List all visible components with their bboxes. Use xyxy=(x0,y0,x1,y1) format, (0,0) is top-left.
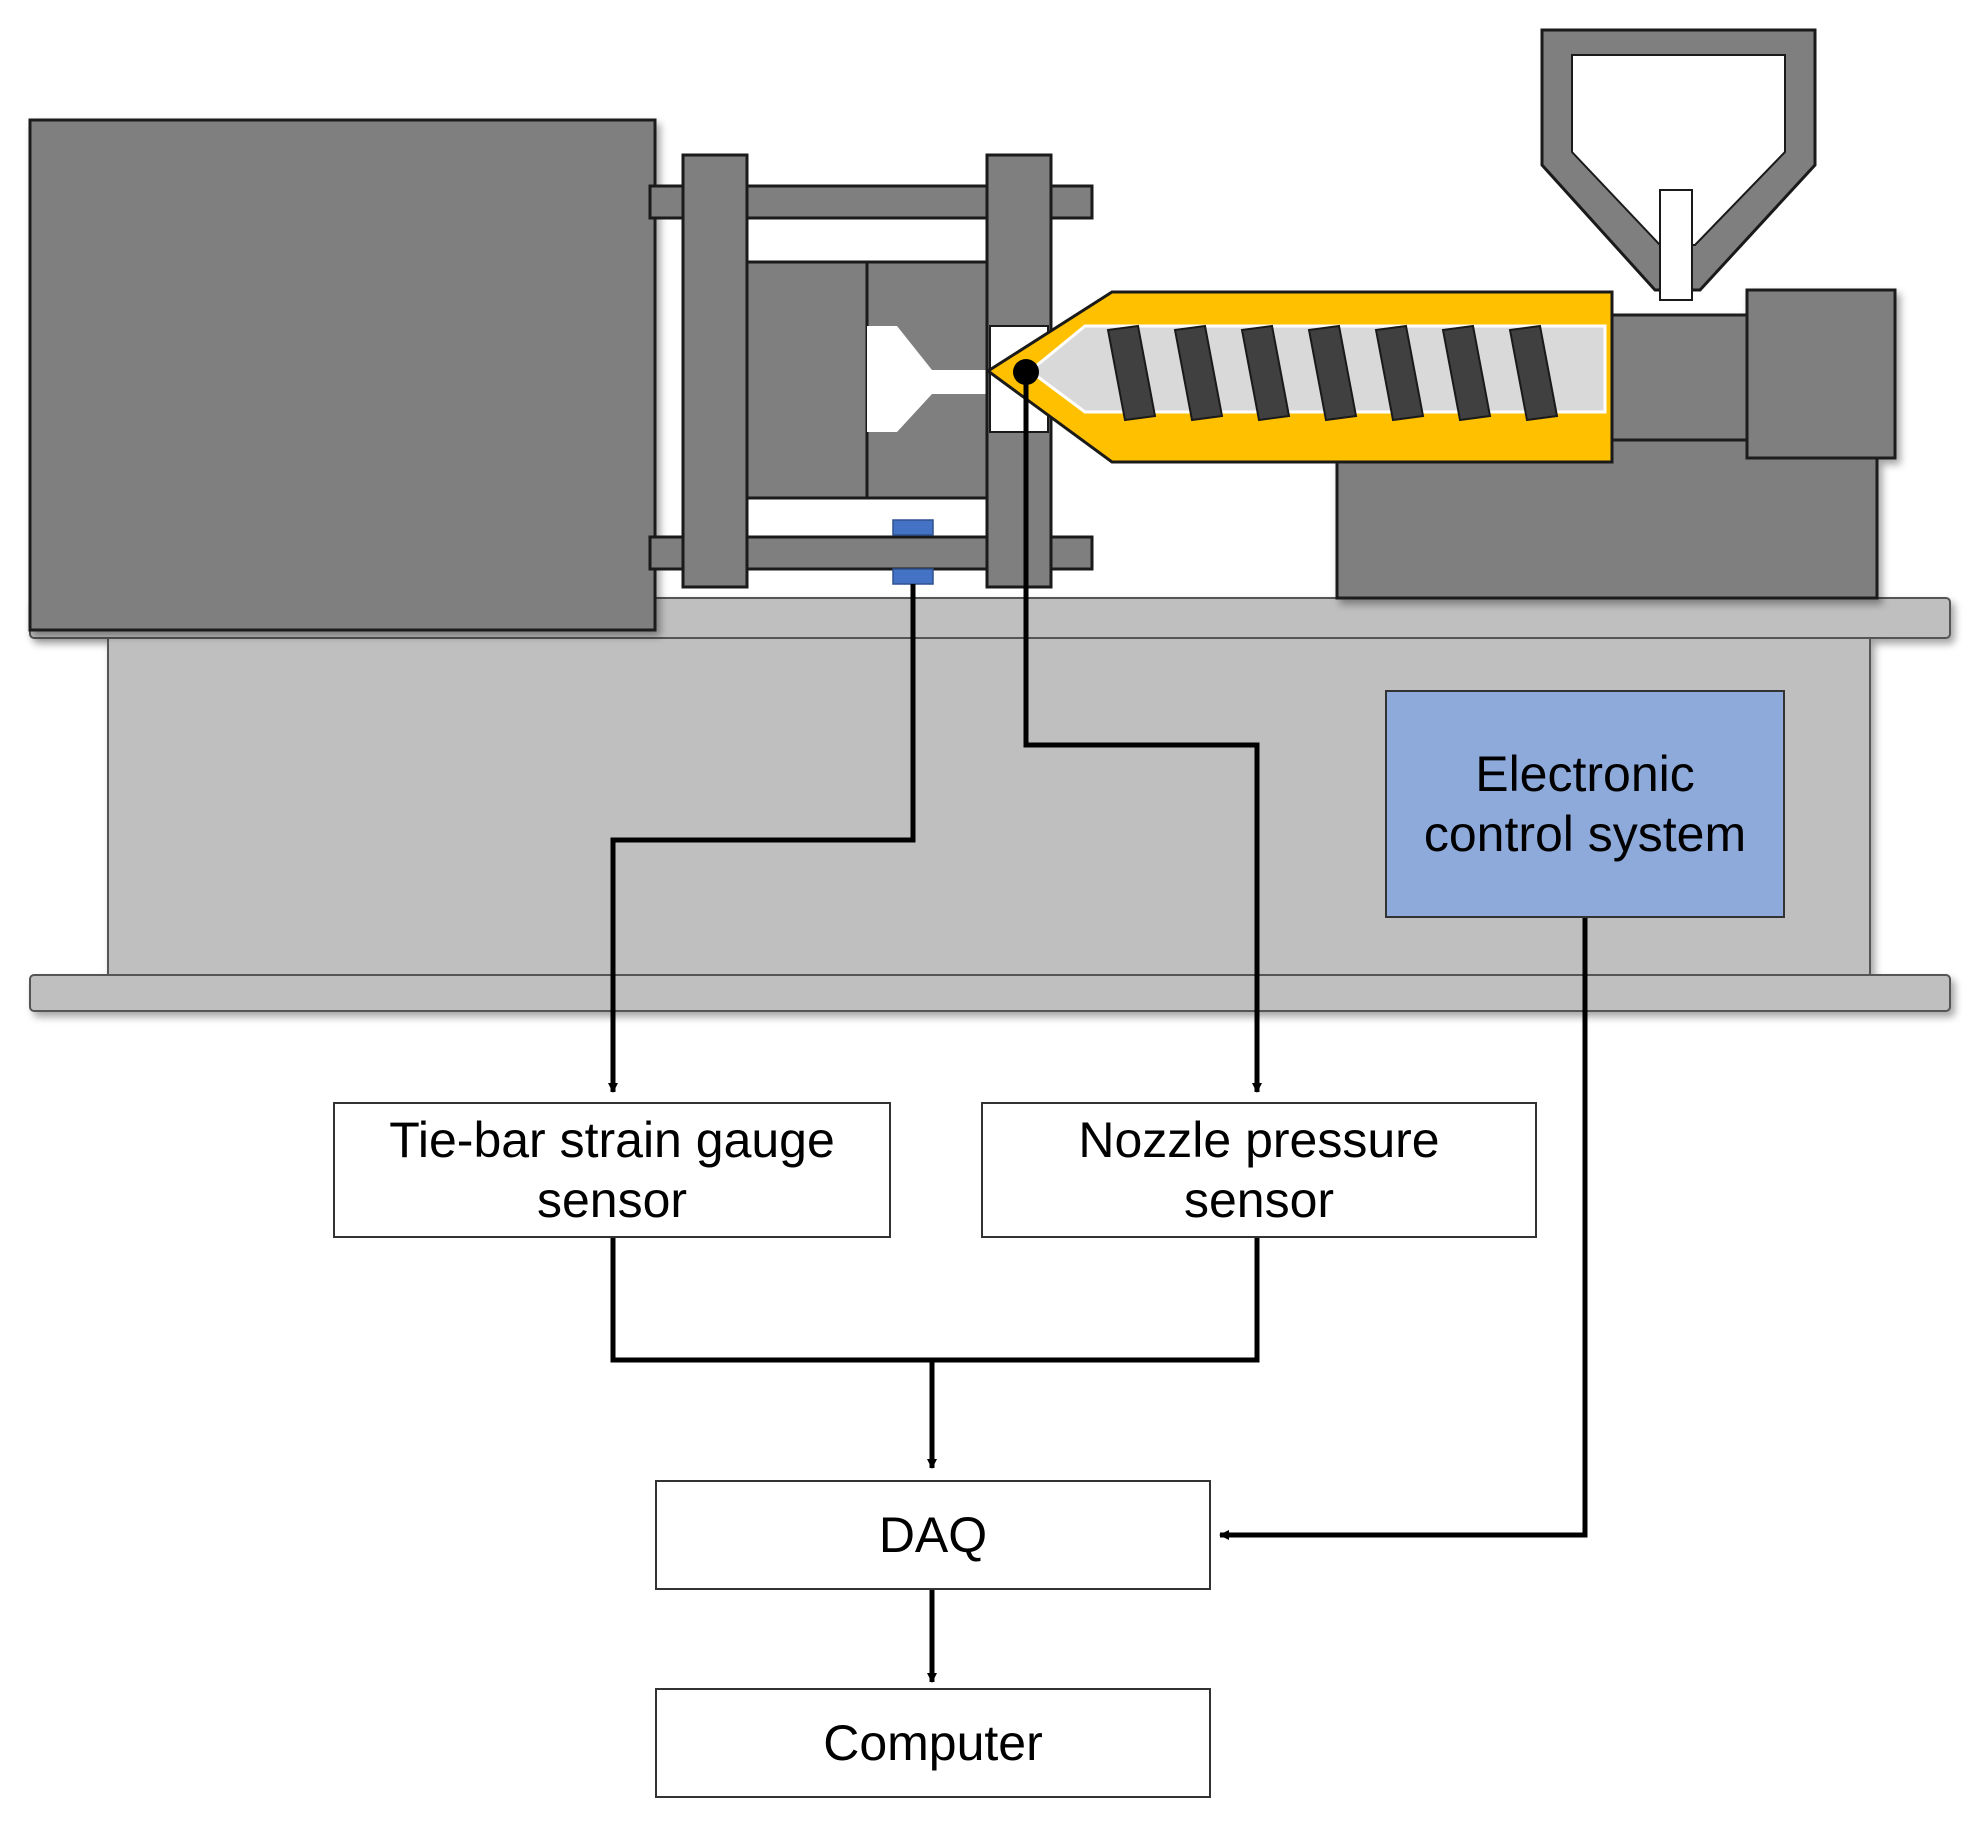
injection-base xyxy=(1335,438,1879,600)
tie-bar-sensor-label-line-2: sensor xyxy=(536,1172,688,1228)
mold-cavity xyxy=(867,326,990,432)
strain-gauge-top xyxy=(892,519,934,536)
tie-bar-sensor-box: Tie-bar strain gauge sensor xyxy=(333,1102,891,1238)
drive-motor xyxy=(1745,288,1897,460)
tie-bar-signal-line xyxy=(608,584,916,1093)
signal-lines xyxy=(608,372,1588,1683)
computer-box: Computer xyxy=(655,1688,1211,1798)
moving-platen xyxy=(681,153,749,589)
nozzle-pressure-sensor-box: Nozzle pressure sensor xyxy=(981,1102,1537,1238)
hopper-throat xyxy=(1659,189,1693,301)
tie-bar-to-daq-line xyxy=(610,1238,1260,1363)
base-bottom-plate xyxy=(29,974,1951,1012)
electronic-control-system-box: Electronic control system xyxy=(1385,690,1785,918)
clamping-unit xyxy=(28,118,657,632)
screw-flight xyxy=(1173,324,1224,422)
barrel-housing xyxy=(1610,313,1749,442)
screw-flight xyxy=(1307,324,1358,422)
screw xyxy=(1106,324,1559,422)
screw-flight xyxy=(1441,324,1492,422)
hopper xyxy=(1540,28,1817,301)
screw-flight xyxy=(1106,324,1157,422)
control-to-daq-line xyxy=(1219,918,1588,1540)
nozzle-sensor-label-line-2: sensor xyxy=(1183,1172,1335,1228)
ecs-label-line-2: control system xyxy=(1423,806,1747,862)
screw-flight xyxy=(1374,324,1425,422)
mold-half-moving xyxy=(745,260,869,500)
clamp-block xyxy=(28,118,657,632)
hopper-inner xyxy=(1571,54,1786,246)
screw-flight xyxy=(1508,324,1559,422)
tie-bar-sensor-label-line-1: Tie-bar strain gauge xyxy=(389,1112,835,1168)
injection-drive xyxy=(1335,288,1897,600)
ecs-label-line-1: Electronic xyxy=(1475,746,1695,802)
daq-box: DAQ xyxy=(655,1480,1211,1590)
nozzle-sensor-label-line-1: Nozzle pressure xyxy=(1078,1112,1440,1168)
strain-gauge-bottom xyxy=(892,568,934,585)
computer-label: Computer xyxy=(823,1715,1043,1771)
screw-flight xyxy=(1240,324,1291,422)
daq-label: DAQ xyxy=(878,1507,988,1563)
nozzle-signal-line xyxy=(1023,372,1262,1093)
strain-gauge-marker xyxy=(892,519,934,585)
